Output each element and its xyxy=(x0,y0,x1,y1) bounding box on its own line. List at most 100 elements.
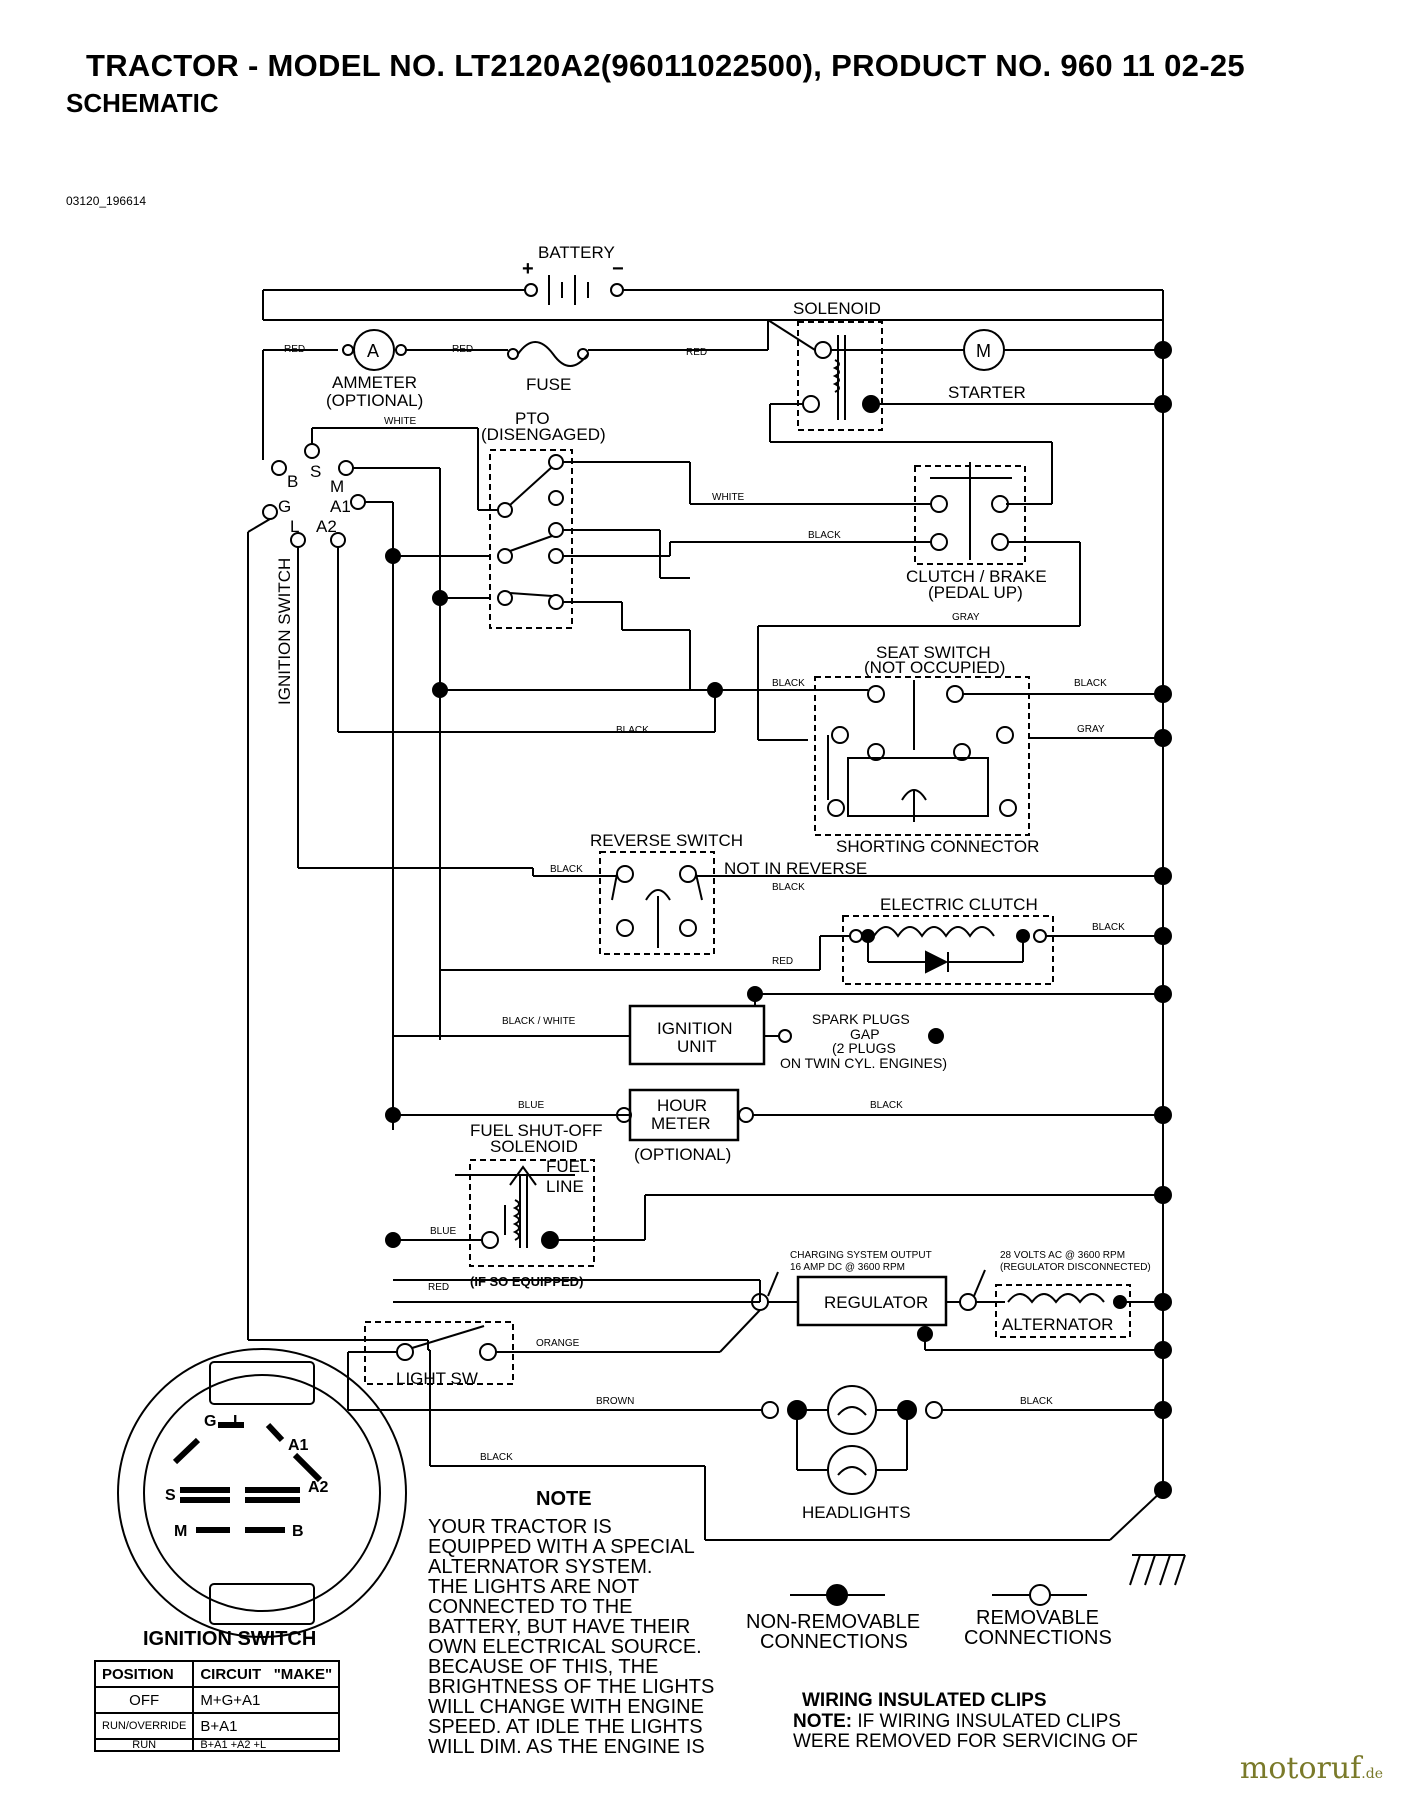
battery-symbol: + − xyxy=(262,258,1163,321)
spark-plugs-count-label: (2 PLUGS xyxy=(832,1040,896,1056)
if-so-equipped-label: (IF SO EQUIPPED) xyxy=(470,1274,583,1289)
spark-plugs-label: SPARK PLUGS xyxy=(812,1011,910,1027)
ign-detail-terminal-a1: A1 xyxy=(288,1437,309,1454)
wire-label-gray: GRAY xyxy=(952,612,980,623)
headlights-label: HEADLIGHTS xyxy=(802,1503,911,1522)
legend-removable-label-2: CONNECTIONS xyxy=(964,1627,1112,1649)
wire-label-gray: GRAY xyxy=(1077,724,1105,735)
ammeter-symbol-letter: A xyxy=(367,341,379,361)
wire-label-black: BLACK xyxy=(772,882,805,893)
fuse-label: FUSE xyxy=(526,375,571,394)
table-cell-position: OFF xyxy=(93,1686,195,1714)
table-cell-circuit: B+A1 +A2 +L xyxy=(192,1738,341,1752)
wire-label-black: BLACK xyxy=(1092,922,1125,933)
fuel-line-label-2: LINE xyxy=(546,1177,584,1196)
ign-terminal-b: B xyxy=(287,472,298,491)
wire-label-black-white: BLACK / WHITE xyxy=(502,1016,576,1027)
legend-removable-symbol xyxy=(992,1584,1087,1606)
svg-text:CONNECTED TO THE: CONNECTED TO THE xyxy=(428,1596,632,1618)
charging-output-label: CHARGING SYSTEM OUTPUT xyxy=(790,1250,932,1261)
table-cell-position: RUN xyxy=(93,1738,195,1752)
table-header-row: POSITION CIRCUIT "MAKE" xyxy=(93,1660,341,1688)
spark-plugs-gap-label: GAP xyxy=(850,1026,880,1042)
svg-text:THE LIGHTS ARE NOT: THE LIGHTS ARE NOT xyxy=(428,1576,639,1598)
svg-text:OWN ELECTRICAL SOURCE.: OWN ELECTRICAL SOURCE. xyxy=(428,1636,702,1658)
wire-label-black: BLACK xyxy=(808,530,841,541)
ignition-unit-label: IGNITION xyxy=(657,1019,733,1038)
ign-terminal-a1: A1 xyxy=(330,497,351,516)
ammeter-label: AMMETER xyxy=(332,373,417,392)
svg-text:EQUIPPED WITH A SPECIAL: EQUIPPED WITH A SPECIAL xyxy=(428,1536,695,1558)
table-header-position: POSITION xyxy=(93,1660,195,1688)
wiring-clips-note: NOTE: IF WIRING INSULATED CLIPS xyxy=(793,1711,1121,1732)
watermark-logo: motoruf.de xyxy=(1239,1751,1383,1786)
alternator-volts-note-label: (REGULATOR DISCONNECTED) xyxy=(1000,1262,1151,1273)
alternator-symbol xyxy=(995,1284,1131,1338)
seat-switch-state-label: (NOT OCCUPIED) xyxy=(864,658,1005,677)
note-title: NOTE xyxy=(536,1488,592,1510)
ign-terminal-a2: A2 xyxy=(316,517,337,536)
wire-label-black: BLACK xyxy=(1074,678,1107,689)
wire-label-red: RED xyxy=(772,956,793,967)
hour-meter-label-2: METER xyxy=(651,1114,711,1133)
page-subtitle: SCHEMATIC xyxy=(66,88,219,118)
wire-label-red: RED xyxy=(428,1282,449,1293)
wire-label-orange: ORANGE xyxy=(536,1338,580,1349)
solenoid-label: SOLENOID xyxy=(793,299,881,318)
wire-label-black: BLACK xyxy=(1020,1396,1053,1407)
ign-detail-terminal-a2: A2 xyxy=(308,1479,329,1496)
wire-label-black: BLACK xyxy=(616,725,649,736)
light-switch-label: LIGHT SW xyxy=(396,1369,478,1388)
pto-state-label: (DISENGAGED) xyxy=(481,425,606,444)
svg-text:BRIGHTNESS OF THE LIGHTS: BRIGHTNESS OF THE LIGHTS xyxy=(428,1676,714,1698)
electric-clutch-label: ELECTRIC CLUTCH xyxy=(880,895,1038,914)
ammeter-optional-label: (OPTIONAL) xyxy=(326,391,423,410)
fuel-line-label: FUEL xyxy=(546,1157,589,1176)
clutch-brake-state-label: (PEDAL UP) xyxy=(928,583,1023,602)
wire-label-red: RED xyxy=(452,344,473,355)
hour-meter-label: HOUR xyxy=(657,1096,707,1115)
wiring-clips-note-2: WERE REMOVED FOR SERVICING OF xyxy=(793,1731,1138,1752)
pto-switch-symbol xyxy=(489,449,573,629)
ignition-switch-vertical-label: IGNITION SWITCH xyxy=(275,558,294,705)
wire-label-black: BLACK xyxy=(480,1452,513,1463)
ign-terminal-g: G xyxy=(278,497,291,516)
ign-terminal-m: M xyxy=(330,477,344,496)
svg-text:YOUR TRACTOR IS: YOUR TRACTOR IS xyxy=(428,1516,612,1538)
reverse-switch-label: REVERSE SWITCH xyxy=(590,831,743,850)
table-row: OFF M+G+A1 xyxy=(93,1686,341,1714)
starter-symbol-letter: M xyxy=(976,341,991,361)
pto-label: PTO xyxy=(515,409,550,428)
seat-switch-label: SEAT SWITCH xyxy=(876,643,991,662)
ign-terminal-l: L xyxy=(290,517,299,536)
svg-text:BECAUSE OF THIS, THE: BECAUSE OF THIS, THE xyxy=(428,1656,658,1678)
table-cell-circuit: M+G+A1 xyxy=(192,1686,341,1714)
reverse-switch-symbol xyxy=(599,851,715,955)
legend-non-removable-symbol xyxy=(790,1584,885,1606)
fuel-solenoid-symbol xyxy=(455,1159,595,1267)
wire-label-white: WHITE xyxy=(384,416,417,427)
ignition-switch-detail xyxy=(117,1348,407,1638)
legend-non-removable-label-2: CONNECTIONS xyxy=(760,1631,908,1653)
wire-label-black: BLACK xyxy=(550,864,583,875)
bus-junction-dots xyxy=(1154,341,1172,1499)
seat-switch-symbol xyxy=(814,676,1030,836)
wire-label-black: BLACK xyxy=(772,678,805,689)
wire-label-white: WHITE xyxy=(712,492,745,503)
wire-label-black: BLACK xyxy=(870,1100,903,1111)
ammeter-symbol xyxy=(353,329,395,371)
ground-bus-wire xyxy=(1109,1489,1164,1541)
fuel-solenoid-label: FUEL SHUT-OFF xyxy=(470,1121,603,1140)
clutch-brake-switch-symbol xyxy=(914,462,1026,565)
legend-non-removable-label: NON-REMOVABLE xyxy=(746,1611,920,1633)
legend-removable-label: REMOVABLE xyxy=(976,1607,1099,1629)
page-title: TRACTOR - MODEL NO. LT2120A2(96011022500… xyxy=(86,48,1245,83)
not-in-reverse-label: NOT IN REVERSE xyxy=(724,859,867,878)
wire-label-red: RED xyxy=(686,347,707,358)
regulator-label: REGULATOR xyxy=(824,1293,928,1312)
wiring-clips-title: WIRING INSULATED CLIPS xyxy=(802,1690,1047,1711)
svg-text:BATTERY, BUT HAVE THEIR: BATTERY, BUT HAVE THEIR xyxy=(428,1616,690,1638)
ign-terminal-s: S xyxy=(310,462,321,481)
table-cell-circuit: B+A1 xyxy=(192,1712,341,1740)
clutch-brake-label: CLUTCH / BRAKE xyxy=(906,567,1047,586)
